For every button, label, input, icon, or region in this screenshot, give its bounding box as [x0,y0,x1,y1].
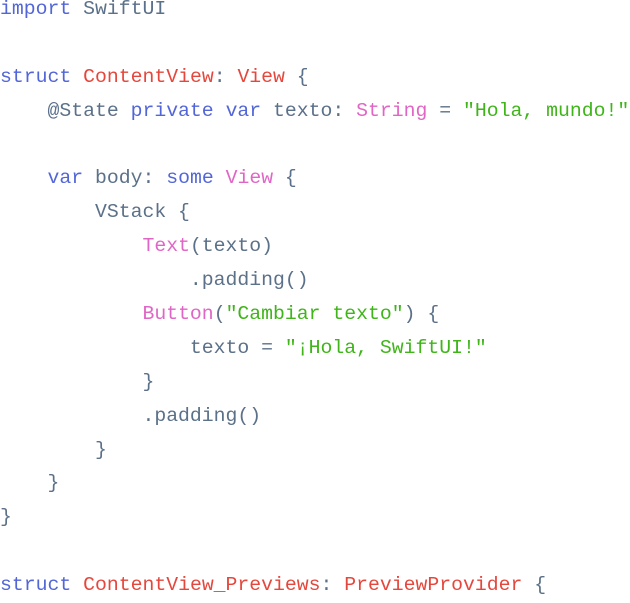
code-line: } [0,434,629,468]
code-token: SwiftUI [71,0,167,20]
code-token: { [522,574,547,597]
code-token [71,574,83,596]
code-line: texto = "¡Hola, SwiftUI!" [0,332,629,366]
code-token: Button [142,303,214,326]
code-token: { [284,65,309,88]
code-token: { [273,167,297,190]
code-token [71,66,83,88]
code-token: : [213,65,238,88]
code-token: "¡Hola, SwiftUI!" [284,336,487,359]
code-token [0,235,142,257]
code-token: .padding() [0,404,262,427]
code-token: PreviewProvider [344,574,523,597]
code-line: } [0,501,629,535]
code-token: body: [83,167,167,190]
code-token: ) { [403,303,440,326]
code-line: .padding() [0,264,629,298]
code-token: texto = [0,336,285,359]
code-token: Text [142,235,190,258]
code-token: ContentView_Previews [83,574,321,597]
code-token: ( [213,303,226,326]
code-line: struct ContentView: View { [0,61,629,95]
code-token: } [0,506,12,529]
code-token: = [427,99,464,122]
code-line [0,535,629,569]
code-token: var [47,167,84,190]
code-token: View [225,167,274,190]
code-line: .padding() [0,400,629,434]
code-token: texto: [261,99,357,122]
code-line [0,27,629,61]
code-line: import SwiftUI [0,0,629,27]
code-line: Button("Cambiar texto") { [0,298,629,332]
code-line: VStack { [0,196,629,230]
code-token: } [0,472,60,495]
code-token: .padding() [0,269,309,292]
code-token: import [0,0,72,20]
code-token: } [0,370,155,393]
code-token: ContentView [83,65,214,88]
code-token: (texto) [189,235,274,258]
code-token: @State [0,99,131,122]
code-token: some [166,167,214,190]
code-token: struct [0,574,72,597]
code-line: var body: some View { [0,162,629,196]
code-token [214,100,226,122]
code-line: struct ContentView_Previews: PreviewProv… [0,569,629,603]
code-token: var [225,99,262,122]
code-token: View [237,65,285,88]
code-token: private [130,99,214,122]
code-token: String [356,99,428,122]
code-token: struct [0,65,72,88]
code-token [0,303,142,325]
code-token: : [320,574,345,597]
code-line [0,129,629,163]
code-token: } [0,438,107,461]
code-token: VStack { [0,201,190,224]
code-token: "Cambiar texto" [225,303,404,326]
code-token [214,167,226,189]
code-token: "Hola, mundo!" [463,99,630,122]
code-line: } [0,467,629,501]
code-line: Text(texto) [0,230,629,264]
code-line: @State private var texto: String = "Hola… [0,95,629,129]
code-token [0,167,47,189]
code-line: } [0,366,629,400]
